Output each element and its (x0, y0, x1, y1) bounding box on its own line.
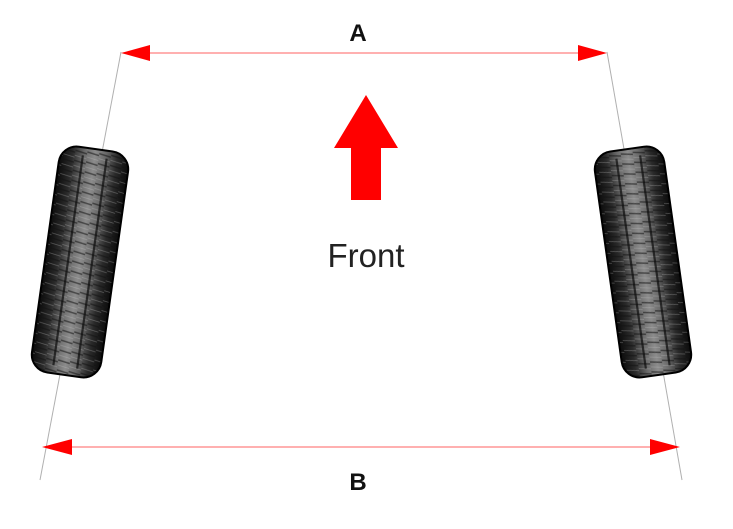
dimension-a-arrow-right (578, 45, 607, 61)
label-a: A (349, 20, 366, 47)
dimension-b-arrow-left (42, 439, 72, 455)
dimension-a (121, 45, 607, 61)
label-b: B (349, 469, 366, 496)
dimension-a-arrow-left (121, 45, 150, 61)
arrow-up-icon (334, 95, 398, 200)
right-tire-icon (593, 145, 693, 379)
dimension-b-arrow-right (650, 439, 680, 455)
left-tire-icon (30, 145, 130, 379)
dimension-b (42, 439, 680, 455)
direction-label: Front (327, 237, 404, 274)
